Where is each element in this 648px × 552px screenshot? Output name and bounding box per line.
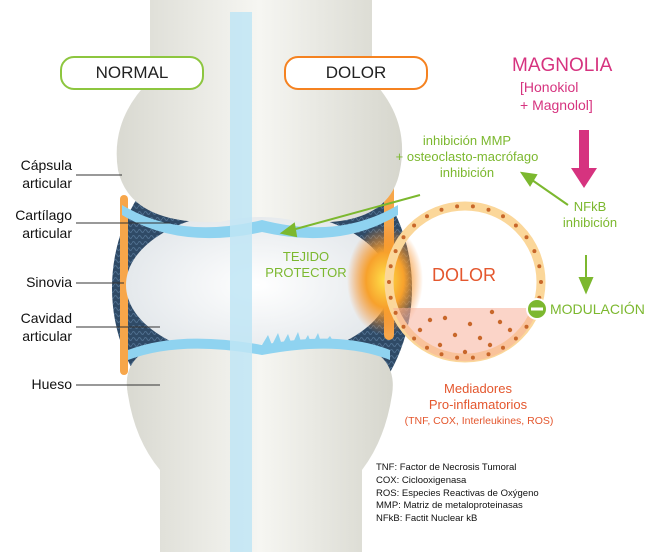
mediadores-line-3: (TNF, COX, Interleukines, ROS) [394, 416, 564, 428]
dolor-label: DOLOR [326, 63, 386, 83]
cavidad-label-1: Cavidad [14, 311, 72, 326]
ring-dot [387, 280, 391, 284]
ring-dot [471, 356, 475, 360]
magnolol-label: + Magnolol] [520, 98, 593, 113]
capsula-label-2: articular [14, 176, 72, 191]
sinovia-label: Sinovia [14, 275, 72, 290]
nfkb-label: NFkB [560, 200, 620, 214]
ring-dot [471, 204, 475, 208]
ring-dot [455, 204, 459, 208]
ring-dot [440, 208, 444, 212]
ring-dot [389, 296, 393, 300]
mediator-dot [478, 336, 482, 340]
mediator-dot [468, 322, 472, 326]
ring-dot [394, 249, 398, 253]
magnolia-down-arrow-icon [571, 130, 597, 188]
legend-item: MMP: Matriz de metaloproteinasas [376, 500, 539, 513]
mmp-inhibition-line-2: + osteoclasto-macrófago [372, 150, 562, 164]
ring-dot [425, 346, 429, 350]
mediator-dot [508, 328, 512, 332]
ring-dot [389, 264, 393, 268]
honokiol-label: [Honokiol [520, 80, 578, 95]
mmp-inhibition-line-1: inhibición MMP [392, 134, 542, 148]
ring-dot [537, 264, 541, 268]
ring-dot [425, 214, 429, 218]
legend-item: TNF: Factor de Necrosis Tumoral [376, 462, 539, 475]
mediator-dot [453, 333, 457, 337]
ring-dot [402, 325, 406, 329]
mediator-dot [498, 320, 502, 324]
ring-dot [440, 352, 444, 356]
cartilago-label-1: Cartílago [8, 208, 72, 223]
ring-dot [487, 352, 491, 356]
ring-dot [514, 337, 518, 341]
ring-dot [394, 311, 398, 315]
mediator-dot [463, 350, 467, 354]
dolor-center-label: DOLOR [432, 266, 496, 286]
magnolia-title: MAGNOLIA [512, 56, 612, 77]
tejido-label-1: TEJIDO [256, 250, 356, 264]
legend-item: ROS: Especies Reactivas de Oxýgeno [376, 488, 539, 501]
dolor-header: DOLOR [284, 56, 428, 90]
normal-label: NORMAL [96, 63, 169, 83]
mediator-dot [418, 328, 422, 332]
mediator-dot [488, 343, 492, 347]
upper-bone [117, 0, 402, 223]
legend-item: NFkB: Factit Nuclear kB [376, 513, 539, 526]
ring-dot [539, 280, 543, 284]
mediator-dot [490, 310, 494, 314]
ring-dot [455, 356, 459, 360]
nfkb-inhibition-label: inhibición [550, 216, 630, 230]
cavidad-label-2: articular [14, 329, 72, 344]
ring-dot [402, 235, 406, 239]
normal-header: NORMAL [60, 56, 204, 90]
ring-dot [412, 337, 416, 341]
hueso-label: Hueso [14, 377, 72, 392]
minus-circle-icon [527, 299, 547, 319]
mediadores-line-1: Mediadores [428, 382, 528, 396]
capsula-label-1: Cápsula [14, 158, 72, 173]
tejido-label-2: PROTECTOR [256, 266, 356, 280]
mediator-dot [443, 316, 447, 320]
ring-dot [525, 325, 529, 329]
mmp-inhibition-line-3: inhibición [392, 166, 542, 180]
normal-dolor-divider [230, 12, 252, 552]
mediator-dot [428, 318, 432, 322]
ring-dot [501, 346, 505, 350]
ring-dot [525, 235, 529, 239]
legend-item: COX: Ciclooxigenasa [376, 475, 539, 488]
mediator-dot [438, 343, 442, 347]
ring-dot [501, 214, 505, 218]
ring-dot [532, 249, 536, 253]
ring-dot [514, 224, 518, 228]
ring-dot [487, 208, 491, 212]
abbreviation-legend: TNF: Factor de Necrosis Tumoral COX: Cic… [376, 462, 539, 526]
lower-bone [127, 340, 393, 552]
modulacion-label: MODULACIÓN [550, 302, 645, 317]
cartilago-label-2: articular [8, 226, 72, 241]
ring-dot [412, 224, 416, 228]
mediadores-line-2: Pro-inflamatorios [418, 398, 538, 412]
